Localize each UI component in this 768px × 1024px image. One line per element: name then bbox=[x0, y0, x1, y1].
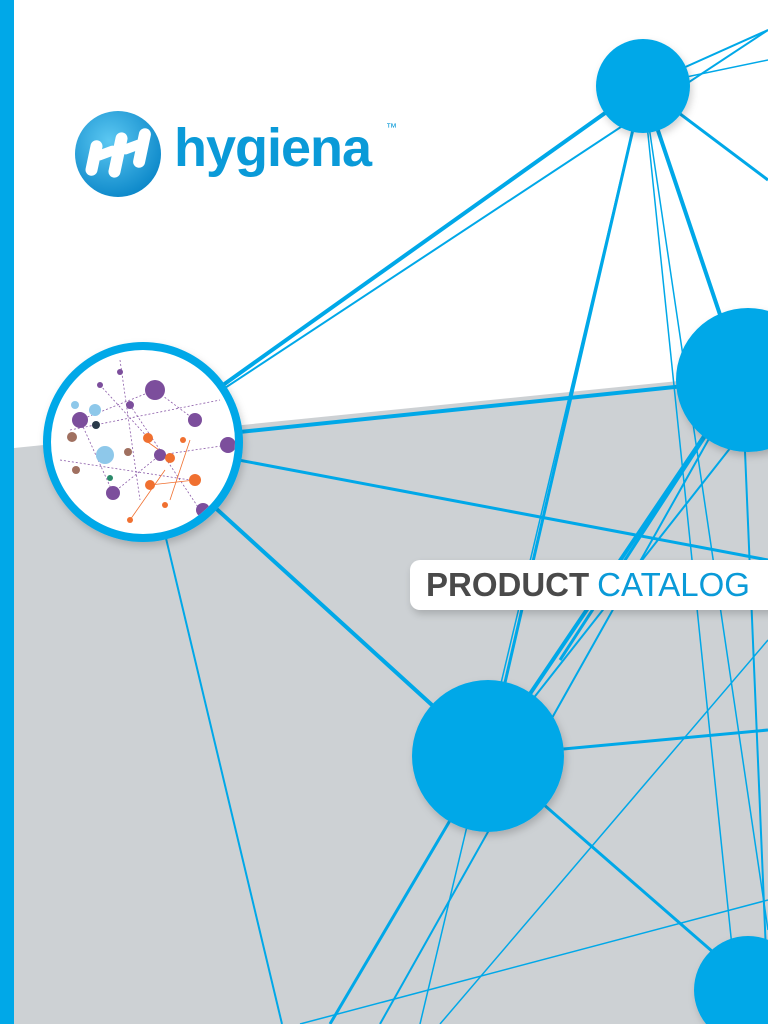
catalog-title-light: CATALOG bbox=[597, 566, 750, 603]
molecule-network-icon bbox=[43, 342, 243, 542]
network-node bbox=[676, 308, 768, 452]
catalog-title-bold: PRODUCT bbox=[426, 566, 590, 603]
network-node bbox=[694, 936, 768, 1024]
left-accent-stripe bbox=[0, 0, 14, 1024]
network-node bbox=[412, 680, 564, 832]
hygiena-logo-icon bbox=[75, 111, 161, 197]
trademark-mark: ™ bbox=[386, 122, 397, 134]
network-nodes bbox=[412, 39, 768, 1024]
hygiena-logo: hygiena ™ bbox=[74, 110, 414, 200]
brand-name: hygiena bbox=[174, 118, 372, 178]
network-node bbox=[596, 39, 690, 133]
